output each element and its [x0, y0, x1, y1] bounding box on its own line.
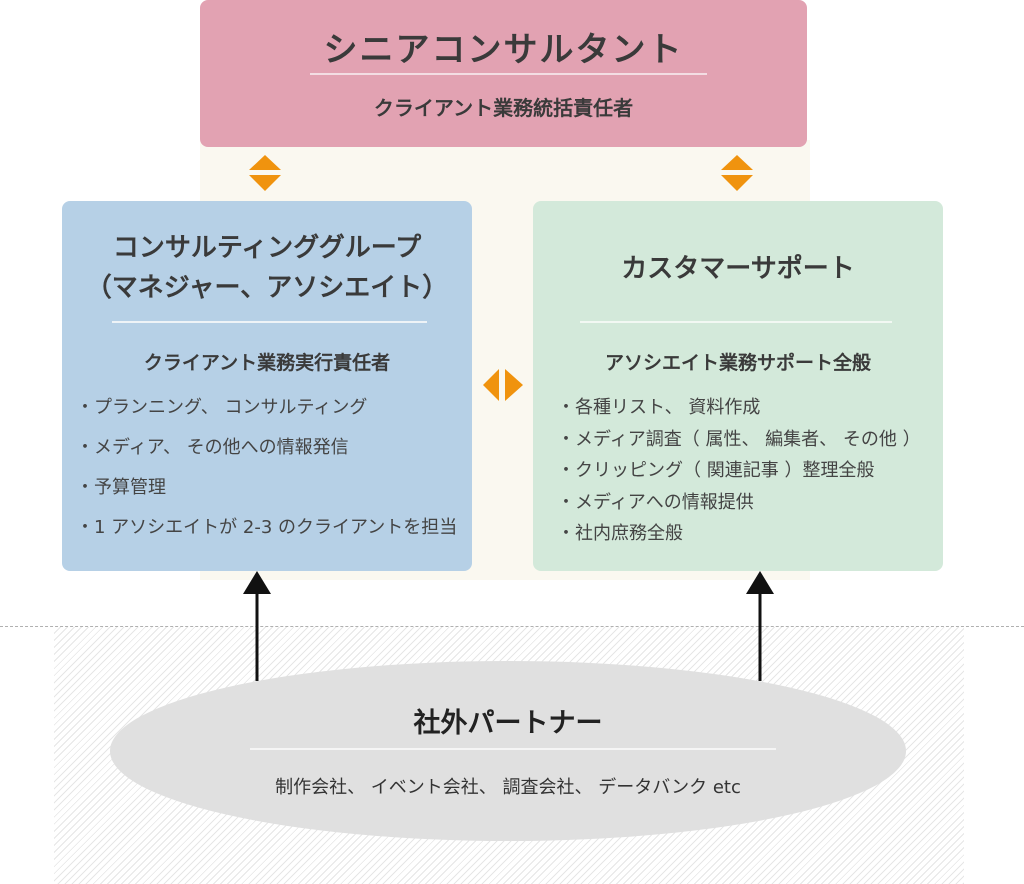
- senior-consultant-title: シニアコンサルタント: [323, 30, 684, 70]
- consulting-group-box: コンサルティンググループ （マネジャー、アソシエイト） クライアント業務実行責任…: [62, 201, 472, 571]
- list-item: ・予算管理: [76, 477, 166, 498]
- divider: [250, 748, 776, 750]
- list-item: ・クリッピング（ 関連記事 ）整理全般: [557, 460, 875, 481]
- list-item: ・メディア調査（ 属性、 編集者、 その他 ）: [557, 428, 921, 450]
- divider: [310, 73, 707, 75]
- list-item: ・プランニング、 コンサルティング: [76, 397, 368, 418]
- divider: [112, 321, 427, 323]
- consulting-group-subtitle: クライアント業務実行責任者: [143, 352, 391, 374]
- customer-support-list: ・各種リスト、 資料作成 ・メディア調査（ 属性、 編集者、 その他 ） ・クリ…: [557, 394, 933, 552]
- list-item: ・社内庶務全般: [557, 523, 683, 544]
- external-partners-title: 社外パートナー: [413, 708, 603, 739]
- list-item: ・メディアへの情報提供: [557, 491, 754, 513]
- consulting-group-title: コンサルティンググループ: [112, 233, 422, 263]
- senior-consultant-subtitle: クライアント業務統括責任者: [373, 96, 634, 120]
- external-partners-subtitle: 制作会社、 イベント会社、 調査会社、 データバンク etc: [275, 777, 741, 798]
- bidirectional-vertical-arrow-right: [721, 155, 753, 191]
- senior-consultant-box: シニアコンサルタント クライアント業務統括責任者: [200, 0, 807, 147]
- list-item: ・各種リスト、 資料作成: [557, 397, 761, 418]
- customer-support-subtitle: アソシエイト業務サポート全般: [604, 352, 871, 374]
- bidirectional-horizontal-arrow: [483, 369, 523, 401]
- external-partners-ellipse: 社外パートナー 制作会社、 イベント会社、 調査会社、 データバンク etc: [110, 661, 906, 841]
- list-item: ・メディア、 その他への情報発信: [76, 437, 349, 458]
- bidirectional-vertical-arrow-left: [249, 155, 281, 191]
- up-arrow-right: [746, 571, 774, 681]
- consulting-group-list: ・プランニング、 コンサルティング ・メディア、 その他への情報発信 ・予算管理…: [76, 394, 462, 554]
- divider: [580, 321, 892, 323]
- dashed-separator: [0, 626, 1024, 627]
- customer-support-title: カスタマーサポート: [621, 254, 855, 284]
- consulting-group-roles: （マネジャー、アソシエイト）: [85, 273, 449, 303]
- up-arrow-left: [243, 571, 271, 681]
- customer-support-box: カスタマーサポート アソシエイト業務サポート全般 ・各種リスト、 資料作成 ・メ…: [533, 201, 943, 571]
- list-item: ・1 アソシエイトが 2-3 のクライアントを担当: [76, 517, 458, 538]
